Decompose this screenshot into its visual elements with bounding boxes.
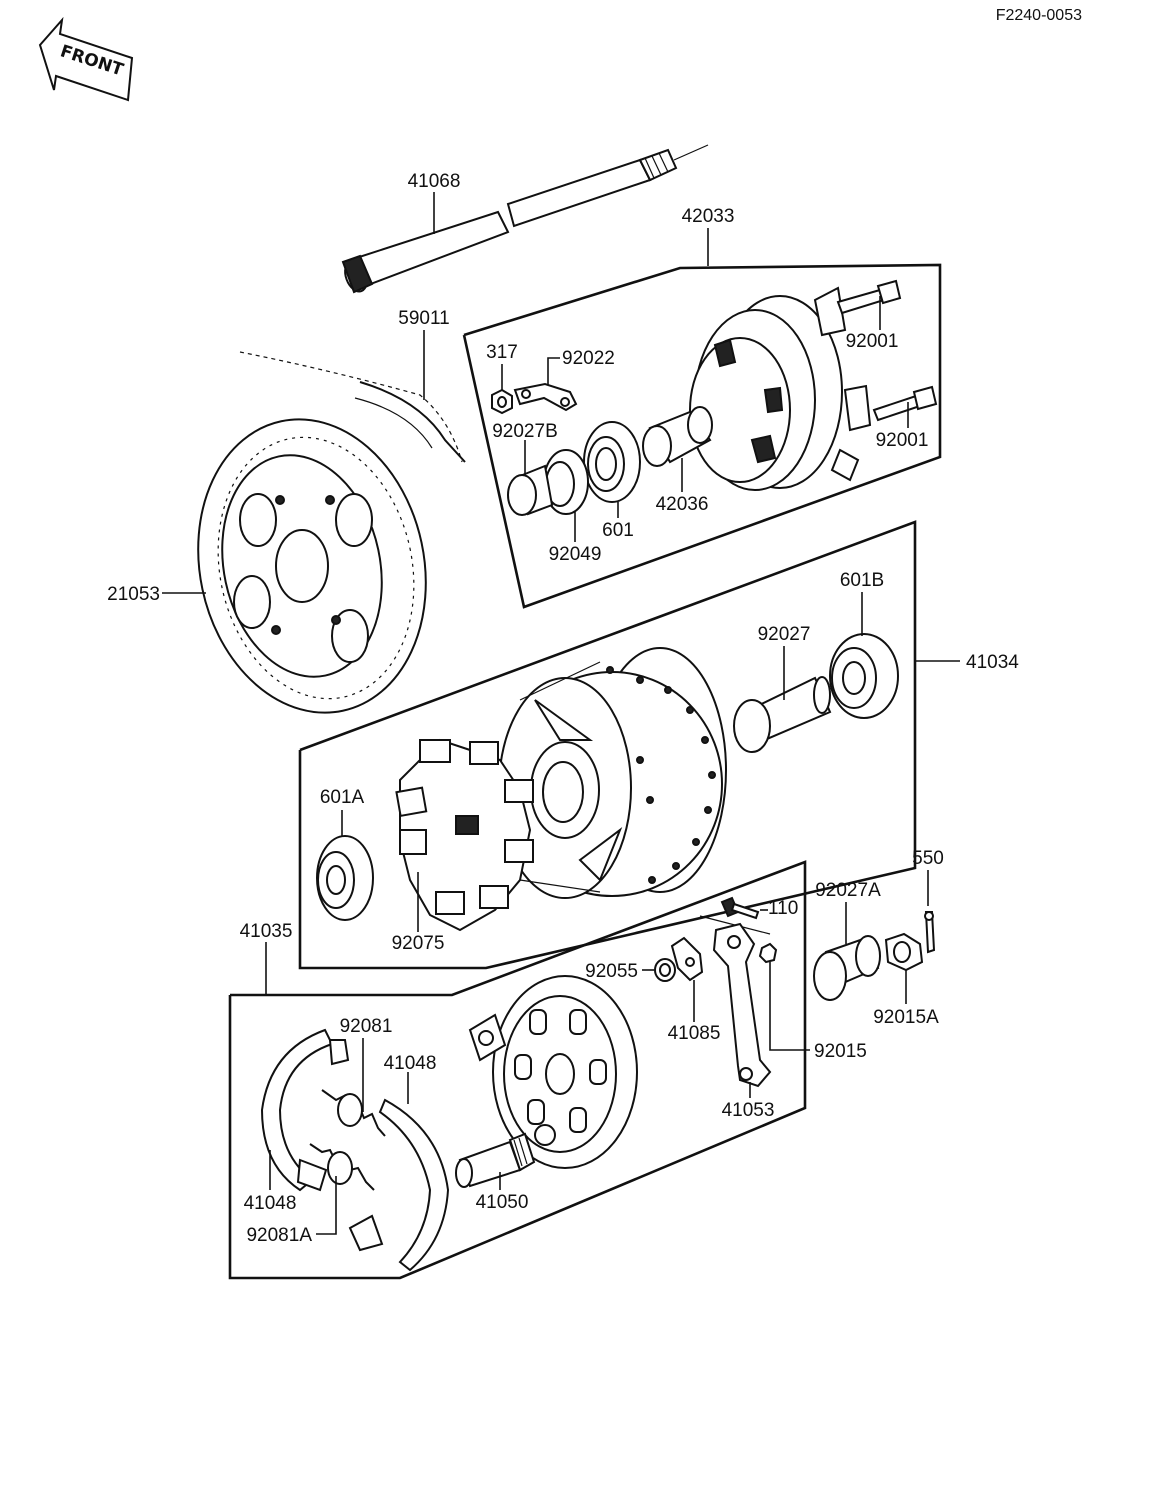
drive-belt-part [239, 351, 466, 463]
damper-92075-part [395, 738, 534, 932]
bolt-92001a-part [836, 279, 902, 315]
label-41053: 41053 [722, 1100, 775, 1121]
brake-panel-part [468, 975, 638, 1169]
brake-shoe-upper-part [348, 1098, 450, 1272]
nut-92015-part [758, 942, 778, 964]
front-arrow-icon: FRONT [38, 16, 134, 102]
indicator-41085-part [670, 936, 704, 982]
sprocket-hub-part [689, 286, 872, 491]
label-41034: 41034 [966, 652, 1019, 673]
label-21053: 21053 [107, 584, 160, 605]
label-59011: 59011 [398, 308, 449, 329]
label-601: 601 [602, 520, 634, 541]
label-41035: 41035 [240, 921, 293, 942]
label-92027: 92027 [758, 624, 811, 645]
label-317: 317 [486, 342, 518, 363]
spacer-42036-part [642, 406, 713, 467]
label-601b: 601B [840, 570, 884, 591]
spacer-92027-part [733, 676, 832, 753]
label-92015: 92015 [814, 1041, 867, 1062]
label-92055: 92055 [585, 961, 638, 982]
brake-shoe-lower-part [260, 1028, 350, 1192]
lock-plate-92022-part [513, 382, 578, 412]
bolt-110-part [720, 896, 760, 920]
label-92001a: 92001 [846, 331, 899, 352]
label-92027a: 92027A [815, 880, 881, 901]
nut-317-part [491, 388, 513, 415]
spring-92081-part [321, 1089, 386, 1137]
label-92081: 92081 [340, 1016, 393, 1037]
reference-code: F2240-0053 [996, 7, 1082, 24]
label-41068: 41068 [408, 171, 461, 192]
label-601a: 601A [320, 787, 365, 808]
collar-92027b-part [507, 464, 554, 516]
label-92081a: 92081A [246, 1225, 312, 1246]
label-42036: 42036 [656, 494, 709, 515]
group-box-42033 [462, 263, 942, 609]
label-92049: 92049 [549, 544, 602, 565]
washer-92055-part [654, 958, 676, 982]
bearing-601b-part [829, 633, 899, 719]
label-92001b: 92001 [876, 430, 929, 451]
axle-nut-92015a-part [884, 932, 924, 972]
bolt-92001b-part [872, 385, 938, 422]
spring-92081a-part [309, 1143, 375, 1191]
label-92027b: 92027B [492, 421, 558, 442]
leader-92015 [769, 962, 810, 1051]
axle-part [341, 144, 709, 294]
cotter-pin-550-part [924, 911, 936, 954]
label-110: 110 [768, 898, 798, 919]
label-92022: 92022 [562, 348, 615, 369]
bearing-601-part [583, 421, 641, 503]
label-42033: 42033 [682, 206, 735, 227]
bearing-601a-part [316, 835, 374, 921]
collar-92027a-part [813, 935, 881, 1001]
label-41050: 41050 [476, 1192, 529, 1213]
label-92075: 92075 [392, 933, 445, 954]
label-41048a: 41048 [384, 1053, 437, 1074]
brake-lever-41053-part [712, 922, 772, 1088]
leader-92081a [316, 1176, 337, 1235]
brake-cam-41050-part [455, 1132, 536, 1188]
group-box-41035 [228, 860, 807, 1280]
label-550: 550 [912, 848, 944, 869]
label-41048b: 41048 [244, 1193, 297, 1214]
leader-92022 [547, 357, 560, 385]
group-box-41034 [298, 520, 917, 970]
rear-sprocket-part [197, 418, 427, 714]
label-41085: 41085 [668, 1023, 721, 1044]
label-92015a: 92015A [873, 1007, 939, 1028]
